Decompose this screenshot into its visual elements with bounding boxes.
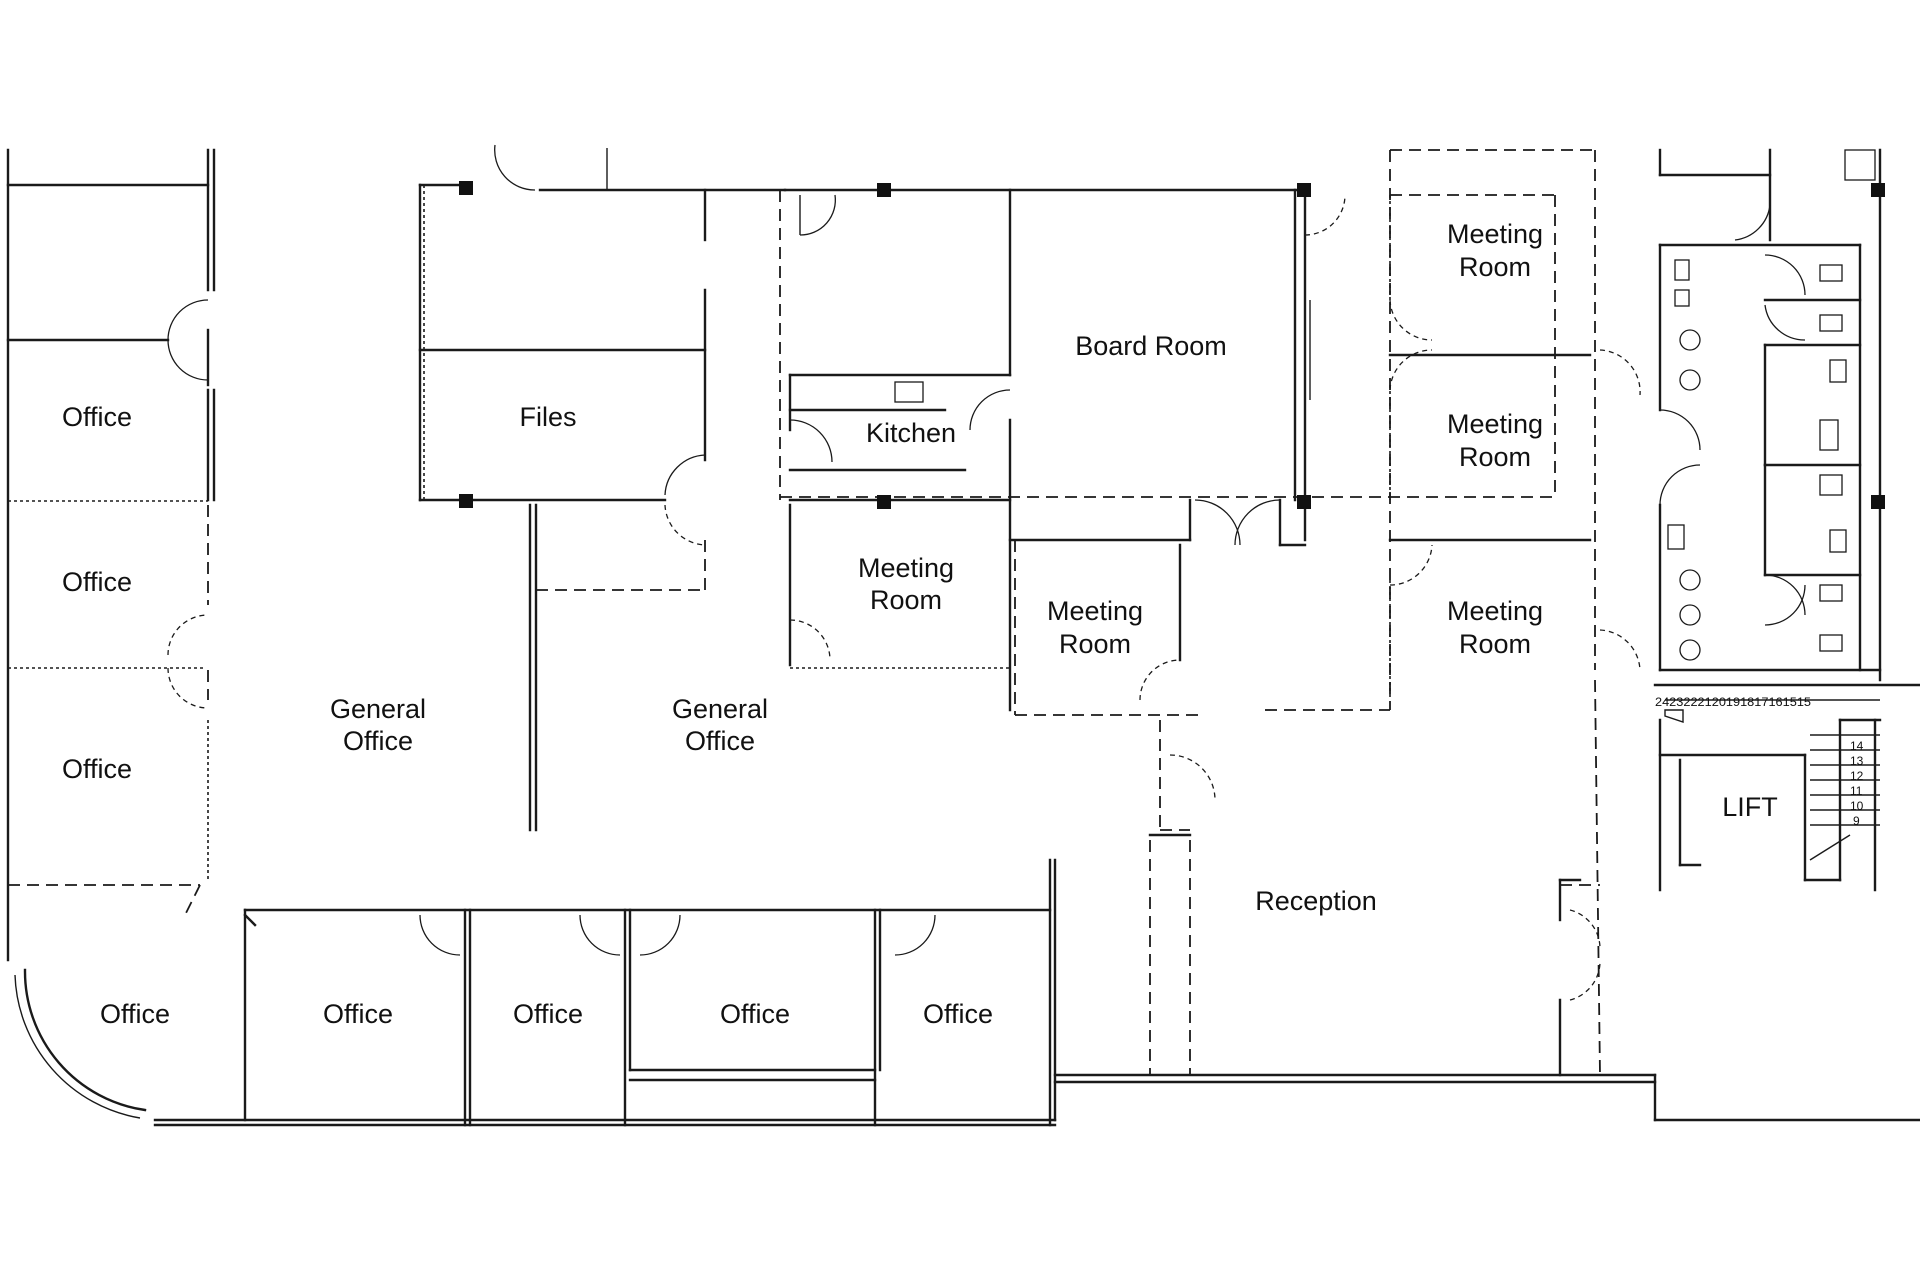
room-label-lift: LIFT (1722, 792, 1778, 822)
room-label-office-bottom-4: Office (720, 999, 790, 1029)
room-label-meeting-center-line2: Room (1059, 629, 1131, 659)
room-label-office-bottom-5: Office (923, 999, 993, 1029)
stair-walls (1653, 683, 1920, 892)
room-label-office-left-2: Office (62, 567, 132, 597)
meeting-room-doors (789, 619, 1216, 801)
room-label-kitchen: Kitchen (866, 418, 956, 448)
stair-step-9: 9 (1853, 814, 1860, 828)
room-label-meeting-kitchen-line2: Room (870, 585, 942, 615)
room-label-general-office-1-line1: General (330, 694, 426, 724)
bottom-office-doors (14, 914, 936, 1119)
room-label-meeting-right-line2: Room (1459, 629, 1531, 659)
left-office-walls (6, 148, 216, 962)
room-label-meeting-top-line2: Room (1459, 252, 1531, 282)
stair-step-12: 12 (1850, 769, 1864, 783)
room-label-office-left-3: Office (62, 754, 132, 784)
room-label-general-office-1-line2: Office (343, 726, 413, 756)
board-room-walls (780, 183, 1555, 547)
stair-step-14: 14 (1850, 739, 1864, 753)
room-label-office-bottom-1: Office (100, 999, 170, 1029)
washroom-doors (1659, 204, 1806, 626)
room-label-meeting-top-line1: Meeting (1447, 219, 1543, 249)
board-room-doors (1194, 194, 1346, 546)
left-office-doors (167, 299, 209, 709)
washroom-walls (1658, 148, 1885, 682)
stair-upper-run-label: 2423222120191817161515 (1655, 695, 1811, 709)
kitchen-walls (779, 188, 1302, 712)
room-label-board-room: Board Room (1075, 331, 1227, 361)
stair-numbering: 2423222120191817161515 14 13 12 11 10 9 (1655, 695, 1864, 828)
meeting-room-walls (788, 503, 1390, 1075)
stair-step-11: 11 (1850, 784, 1863, 798)
right-meeting-doors (1389, 299, 1641, 1001)
files-doors (494, 144, 706, 546)
room-label-meeting-right-line1: Meeting (1447, 596, 1543, 626)
room-label-meeting-kitchen-line1: Meeting (858, 553, 954, 583)
stair-step-10: 10 (1850, 799, 1864, 813)
room-label-office-bottom-2: Office (323, 999, 393, 1029)
bottom-office-walls (153, 858, 1920, 1127)
room-label-meeting-mid-line1: Meeting (1447, 409, 1543, 439)
room-label-general-office-2-line1: General (672, 694, 768, 724)
room-label-meeting-center-line1: Meeting (1047, 596, 1143, 626)
room-labels: Office Office Office Files General Offic… (62, 219, 1778, 1029)
room-label-reception: Reception (1255, 886, 1377, 916)
kitchen-doors (789, 194, 1011, 463)
room-label-meeting-mid-line2: Room (1459, 442, 1531, 472)
stair-step-13: 13 (1850, 754, 1864, 768)
room-label-general-office-2-line2: Office (685, 726, 755, 756)
room-label-office-bottom-3: Office (513, 999, 583, 1029)
right-meeting-walls (1388, 149, 1601, 1076)
room-label-files: Files (519, 402, 576, 432)
files-walls (418, 181, 787, 832)
room-label-office-left-1: Office (62, 402, 132, 432)
